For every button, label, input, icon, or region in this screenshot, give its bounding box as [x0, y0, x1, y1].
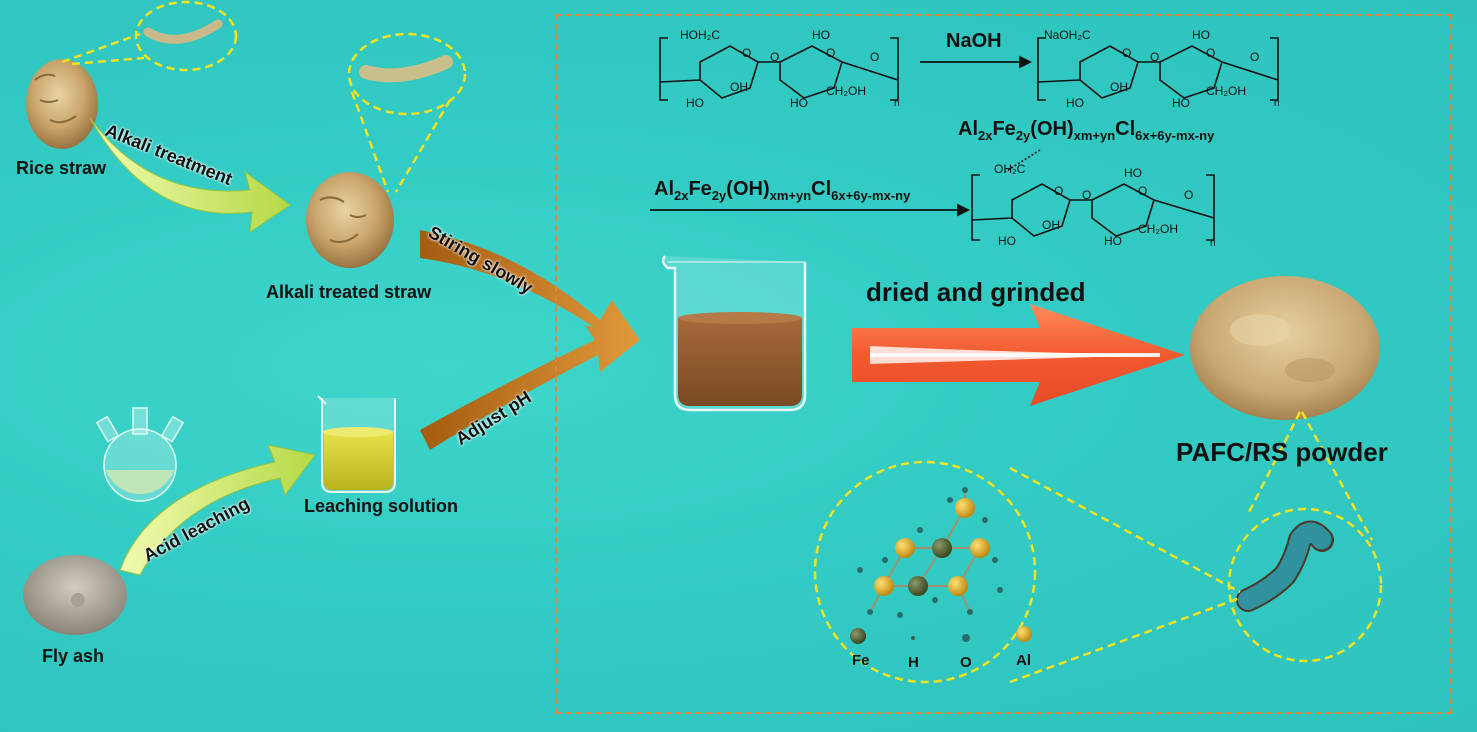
reaction-beaker-image: [661, 255, 807, 412]
formula-fe: Fe: [992, 118, 1016, 140]
s1-o-ring2: O: [826, 46, 836, 60]
formula-sub-2y: 2y: [1015, 128, 1031, 143]
drying-arrow: [852, 304, 1185, 406]
s2-o-ring2: O: [1206, 46, 1216, 60]
reagent-formula-1: Al2xFe2y(OH)xm+ynCl6x+6y-mx-ny: [958, 118, 1214, 143]
formula-cl: Cl: [1115, 118, 1136, 140]
formula-cl: Cl: [811, 178, 832, 200]
fly-ash-label: Fly ash: [42, 646, 105, 666]
formula-al: Al: [654, 178, 674, 200]
s2-ch2oh: CH₂OH: [1206, 84, 1246, 98]
s3-ch2oh: CH₂OH: [1138, 222, 1178, 236]
s2-n: n: [1274, 98, 1280, 109]
formula-al: Al: [958, 118, 978, 140]
alkali-treated-label: Alkali treated straw: [266, 282, 432, 302]
product-label: PAFC/RS powder: [1176, 437, 1388, 467]
fly-ash-image: [23, 555, 127, 635]
flask-image: [95, 407, 185, 502]
treated-fiber-zoom: [347, 32, 467, 193]
s2-o-end: O: [1250, 50, 1260, 64]
straw-fiber-zoom: [61, 0, 238, 72]
s3-o-ring1: O: [1054, 184, 1064, 198]
reagent-formula-2: Al2xFe2y(OH)xm+ynCl6x+6y-mx-ny: [654, 178, 910, 203]
s3-n: n: [1210, 238, 1216, 249]
stirring-arrow: [420, 230, 640, 348]
s3-o-ring2: O: [1138, 184, 1148, 198]
s2-o-ring1: O: [1122, 46, 1132, 60]
alkali-treatment-arrow: [89, 117, 291, 234]
atom-legend: [850, 626, 1032, 644]
s2-naoh2c: NaOH₂C: [1044, 28, 1091, 42]
s2-o-link: O: [1150, 50, 1160, 64]
dried-grinded-label: dried and grinded: [866, 277, 1086, 307]
formula-sub-6x: 6x+6y-mx-ny: [831, 188, 911, 203]
formula-oh: (OH): [726, 178, 770, 200]
naoh-label: NaOH: [946, 30, 1002, 52]
adjust-ph-arrow: [420, 325, 640, 450]
formula-sub-2x: 2x: [674, 188, 689, 203]
cellulose-structure-2: [1037, 37, 1279, 101]
s1-o-end: O: [870, 50, 880, 64]
powder-image: [1190, 276, 1380, 420]
formula-sub-xm: xm+yn: [769, 188, 812, 203]
s1-ho-2: HO: [790, 96, 808, 110]
reaction-arrows: [650, 55, 1033, 217]
formula-fe: Fe: [688, 178, 712, 200]
legend-fe: Fe: [852, 652, 870, 669]
s3-ho-top: HO: [1124, 166, 1142, 180]
s2-ho-2: HO: [1172, 96, 1190, 110]
formula-sub-xm: xm+yn: [1073, 128, 1116, 143]
s3-o-link: O: [1082, 188, 1092, 202]
legend-o: O: [960, 654, 972, 671]
acid-leaching-arrow: [119, 444, 316, 576]
s3-oh-1: OH: [1042, 218, 1060, 232]
s3-o-end: O: [1184, 188, 1194, 202]
legend-al: Al: [1016, 652, 1031, 669]
rice-straw-label: Rice straw: [16, 158, 107, 178]
molecule-zoom: [813, 460, 1241, 684]
s1-hoh2c: HOH₂C: [680, 28, 720, 42]
s1-ho-bottom: HO: [686, 96, 704, 110]
s2-ho-top: HO: [1192, 28, 1210, 42]
formula-sub-6x: 6x+6y-mx-ny: [1135, 128, 1215, 143]
alkali-treated-straw-image: [306, 172, 394, 268]
s1-n: n: [894, 98, 900, 109]
leaching-solution-label: Leaching solution: [304, 496, 459, 516]
s3-ho-bottom: HO: [998, 234, 1016, 248]
formula-sub-2x: 2x: [978, 128, 993, 143]
s1-o-ring1: O: [742, 46, 752, 60]
s1-ch2oh: CH₂OH: [826, 84, 866, 98]
s1-ho-top: HO: [812, 28, 830, 42]
formula-oh: (OH): [1030, 118, 1074, 140]
leaching-beaker-image: [317, 395, 396, 493]
rice-straw-image: [26, 59, 98, 149]
s1-oh-1: OH: [730, 80, 748, 94]
s1-o-link: O: [770, 50, 780, 64]
s3-ho-2: HO: [1104, 234, 1122, 248]
reaction-panel: [555, 14, 1452, 714]
legend-h: H: [908, 654, 919, 671]
s3-oh2c: OH₂C: [994, 162, 1026, 176]
s2-ho-bottom: HO: [1066, 96, 1084, 110]
cellulose-structure-3: [971, 149, 1215, 241]
formula-sub-2y: 2y: [711, 188, 727, 203]
cellulose-structure-1: [659, 37, 899, 101]
s2-oh-1: OH: [1110, 80, 1128, 94]
